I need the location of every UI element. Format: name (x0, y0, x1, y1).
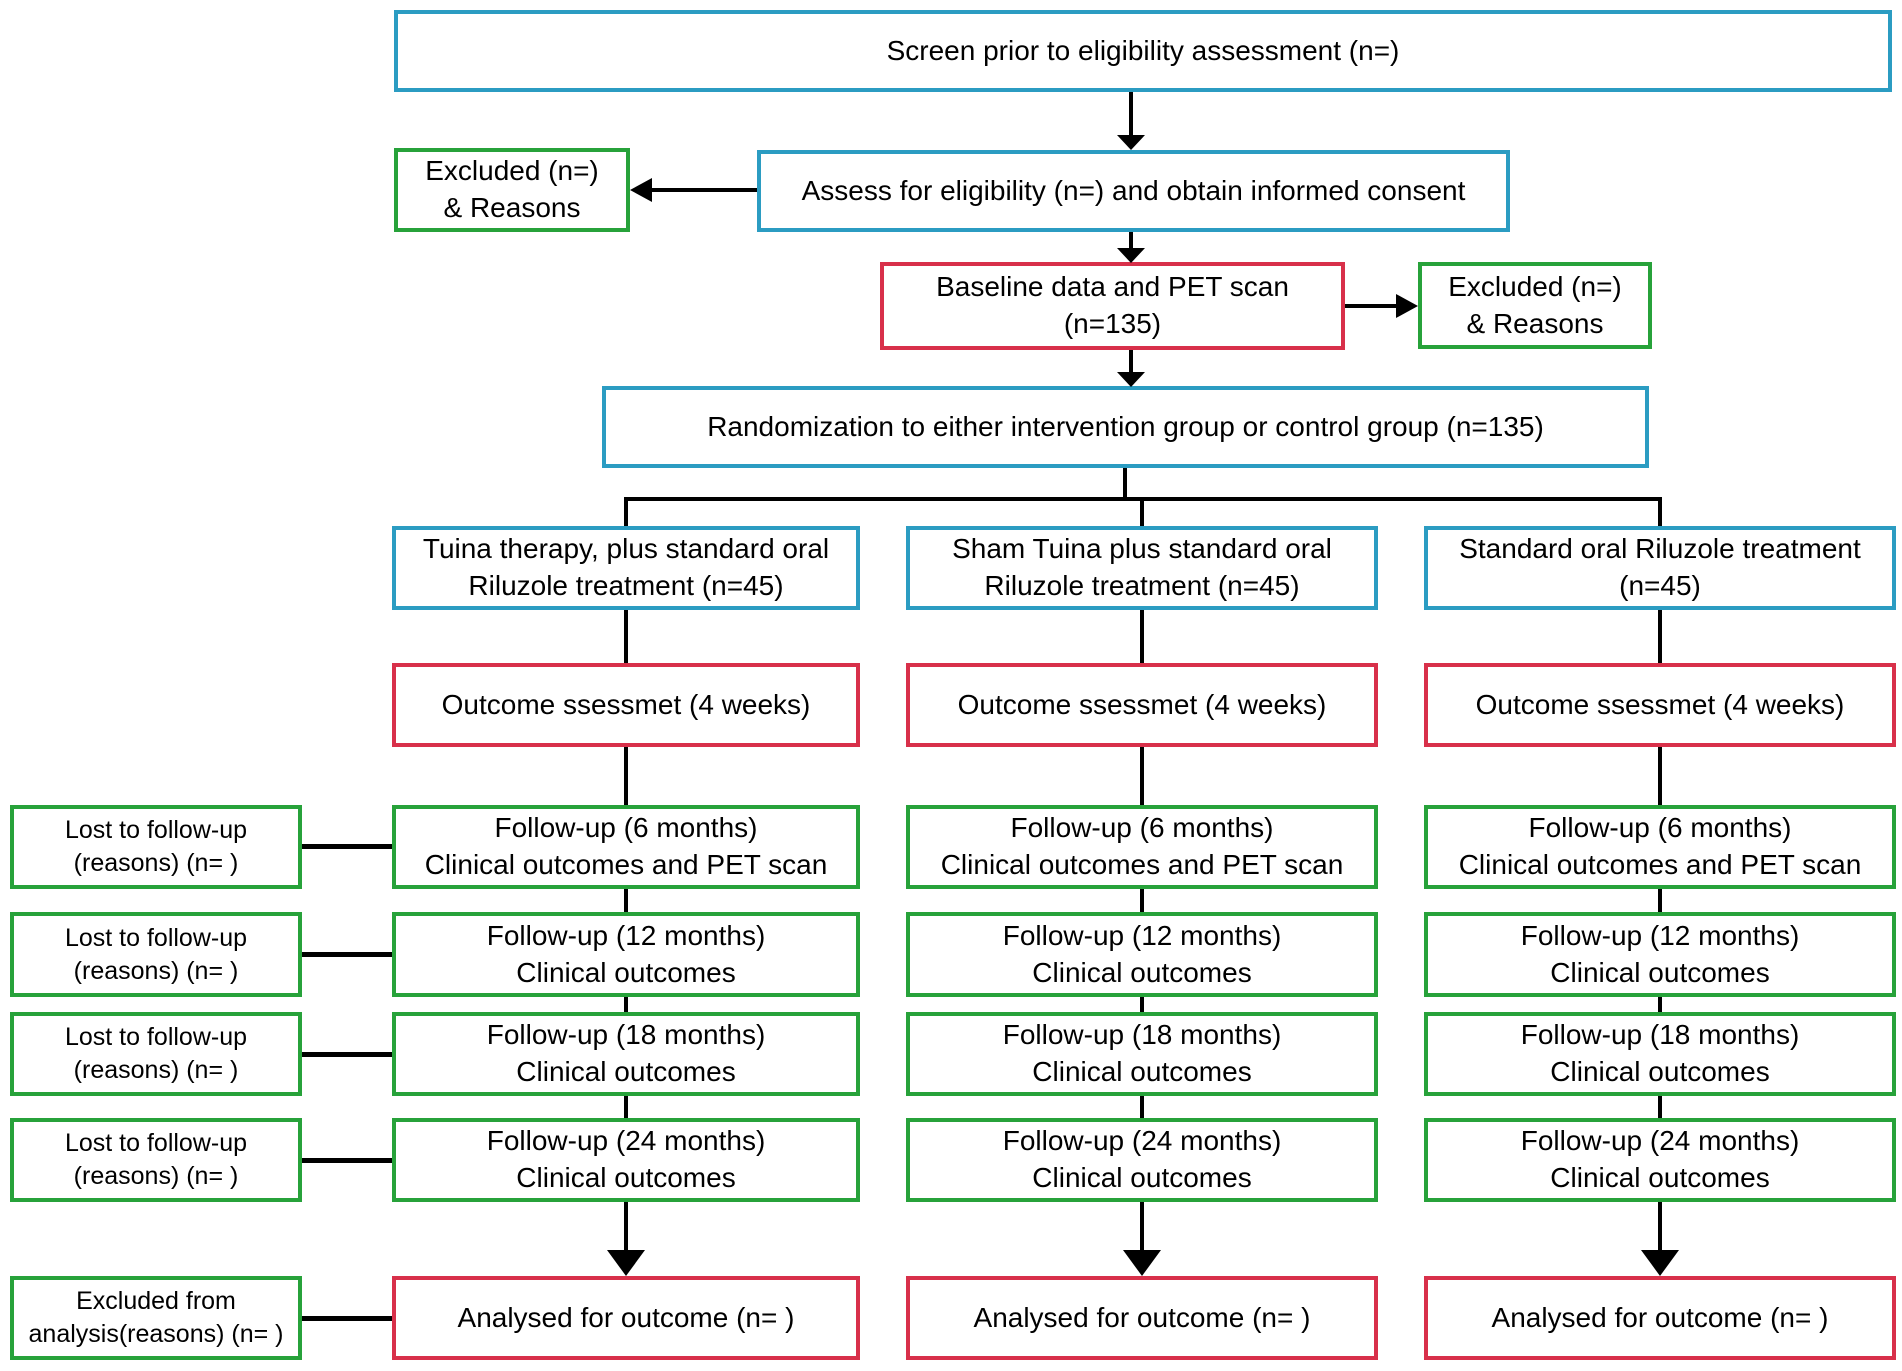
connector-assess-to-excluded-left (650, 188, 757, 192)
connector-baseline-to-randomization (1129, 350, 1133, 373)
arrowhead-analysed-2 (1123, 1250, 1161, 1276)
connector-group3-to-outcome3 (1658, 610, 1662, 663)
connector-splitter-to-group1 (624, 497, 628, 526)
connector-lost1-to-f6 (302, 844, 392, 849)
connector-f12-to-f18-3 (1658, 997, 1662, 1012)
arrowhead-assess-to-excluded-left (630, 178, 652, 202)
arrowhead-baseline-to-randomization (1117, 372, 1145, 387)
followup-24m-box-col3: Follow-up (24 months) Clinical outcomes (1424, 1118, 1896, 1202)
connector-f24-to-analysed-3 (1658, 1202, 1662, 1252)
connector-f6-to-f12-2 (1140, 889, 1144, 912)
followup-6m-box-col3: Follow-up (6 months) Clinical outcomes a… (1424, 805, 1896, 889)
connector-lost2-to-f12 (302, 952, 392, 957)
excluded-reasons-box-left: Excluded (n=) & Reasons (394, 148, 630, 232)
lost-followup-box-3: Lost to follow-up (reasons) (n= ) (10, 1012, 302, 1096)
connector-group2-to-outcome2 (1140, 610, 1144, 663)
outcome-box-col2: Outcome ssessmet (4 weeks) (906, 663, 1378, 747)
followup-6m-box-col1: Follow-up (6 months) Clinical outcomes a… (392, 805, 860, 889)
connector-screen-to-assess (1129, 92, 1133, 136)
connector-f18-to-f24-2 (1140, 1096, 1144, 1118)
connector-splitter-to-group2 (1140, 497, 1144, 526)
followup-12m-box-col3: Follow-up (12 months) Clinical outcomes (1424, 912, 1896, 997)
followup-12m-box-col2: Follow-up (12 months) Clinical outcomes (906, 912, 1378, 997)
connector-f18-to-f24-3 (1658, 1096, 1662, 1118)
connector-f6-to-f12-1 (624, 889, 628, 912)
group-box-sham: Sham Tuina plus standard oral Riluzole t… (906, 526, 1378, 610)
analysed-box-col3: Analysed for outcome (n= ) (1424, 1276, 1896, 1360)
lost-followup-box-4: Lost to follow-up (reasons) (n= ) (10, 1118, 302, 1202)
followup-24m-box-col2: Follow-up (24 months) Clinical outcomes (906, 1118, 1378, 1202)
screen-box: Screen prior to eligibility assessment (… (394, 10, 1892, 92)
connector-f24-to-analysed-1 (624, 1202, 628, 1252)
connector-lost4-to-f24 (302, 1158, 392, 1163)
connector-randomization-stem (1123, 468, 1127, 501)
followup-6m-box-col2: Follow-up (6 months) Clinical outcomes a… (906, 805, 1378, 889)
baseline-box: Baseline data and PET scan (n=135) (880, 262, 1345, 350)
lost-followup-box-1: Lost to follow-up (reasons) (n= ) (10, 805, 302, 889)
followup-24m-box-col1: Follow-up (24 months) Clinical outcomes (392, 1118, 860, 1202)
outcome-box-col3: Outcome ssessmet (4 weeks) (1424, 663, 1896, 747)
excluded-reasons-box-right: Excluded (n=) & Reasons (1418, 262, 1652, 349)
connector-lost3-to-f18 (302, 1052, 392, 1057)
arrowhead-assess-to-baseline (1117, 248, 1145, 263)
connector-baseline-to-excluded-right (1345, 304, 1398, 308)
followup-18m-box-col2: Follow-up (18 months) Clinical outcomes (906, 1012, 1378, 1096)
analysed-box-col2: Analysed for outcome (n= ) (906, 1276, 1378, 1360)
followup-12m-box-col1: Follow-up (12 months) Clinical outcomes (392, 912, 860, 997)
followup-18m-box-col1: Follow-up (18 months) Clinical outcomes (392, 1012, 860, 1096)
randomization-box: Randomization to either intervention gro… (602, 386, 1649, 468)
connector-f18-to-f24-1 (624, 1096, 628, 1118)
group-box-tuina: Tuina therapy, plus standard oral Riluzo… (392, 526, 860, 610)
followup-18m-box-col3: Follow-up (18 months) Clinical outcomes (1424, 1012, 1896, 1096)
arrowhead-analysed-3 (1641, 1250, 1679, 1276)
connector-f12-to-f18-2 (1140, 997, 1144, 1012)
arrowhead-screen-to-assess (1117, 135, 1145, 150)
connector-outcome3-to-f6-3 (1658, 747, 1662, 805)
connector-outcome2-to-f6-2 (1140, 747, 1144, 805)
connector-f6-to-f12-3 (1658, 889, 1662, 912)
lost-followup-box-2: Lost to follow-up (reasons) (n= ) (10, 912, 302, 997)
connector-f24-to-analysed-2 (1140, 1202, 1144, 1252)
connector-excluded-to-analysed (302, 1316, 392, 1321)
outcome-box-col1: Outcome ssessmet (4 weeks) (392, 663, 860, 747)
arrowhead-baseline-to-excluded-right (1396, 294, 1418, 318)
connector-outcome1-to-f6-1 (624, 747, 628, 805)
assess-box: Assess for eligibility (n=) and obtain i… (757, 150, 1510, 232)
excluded-analysis-box: Excluded from analysis(reasons) (n= ) (10, 1276, 302, 1360)
connector-splitter-to-group3 (1658, 497, 1662, 526)
connector-group1-to-outcome1 (624, 610, 628, 663)
arrowhead-analysed-1 (607, 1250, 645, 1276)
group-box-standard: Standard oral Riluzole treatment (n=45) (1424, 526, 1896, 610)
connector-f12-to-f18-1 (624, 997, 628, 1012)
analysed-box-col1: Analysed for outcome (n= ) (392, 1276, 860, 1360)
connector-assess-to-baseline (1129, 232, 1133, 249)
